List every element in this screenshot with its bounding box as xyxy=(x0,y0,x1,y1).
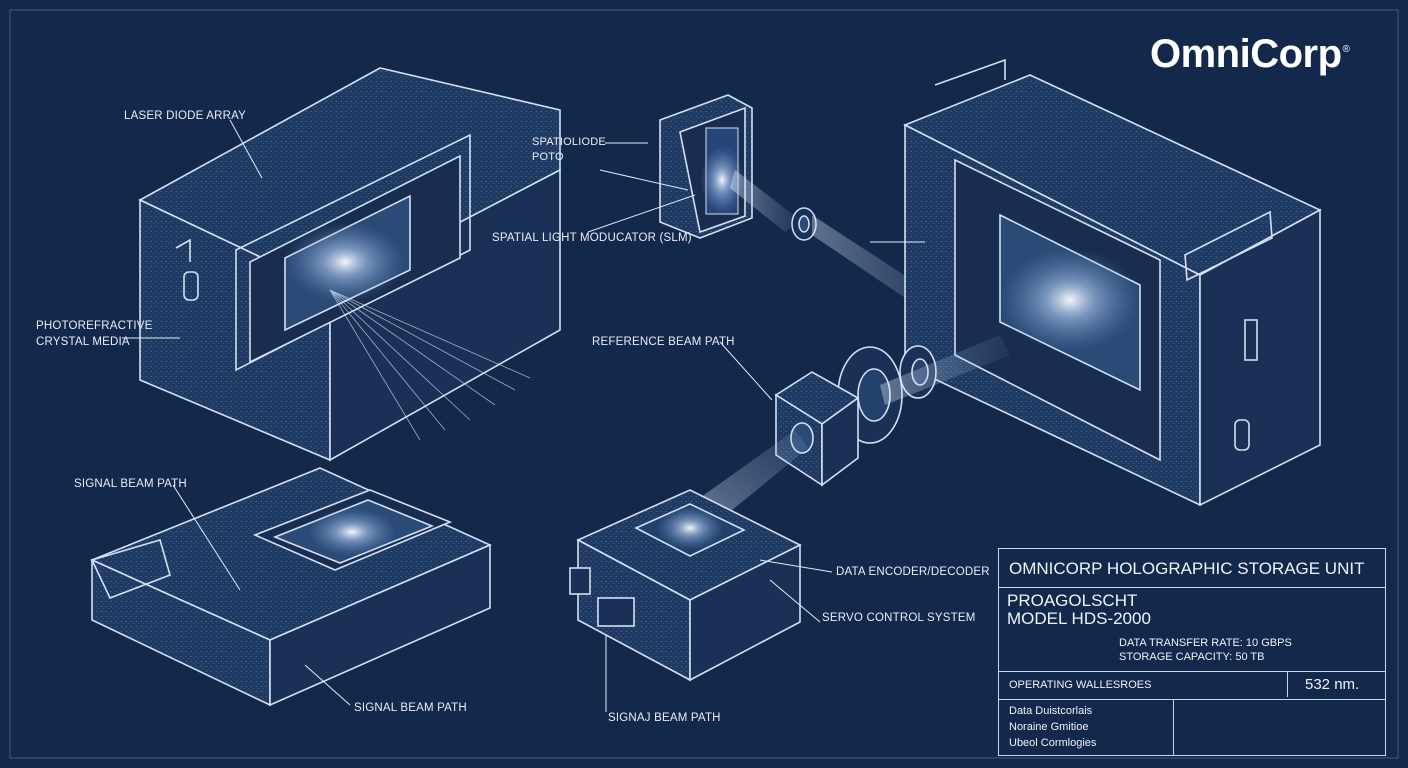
frame-border xyxy=(9,9,1399,759)
product-row: PROAGOLSCHT MODEL HDS-2000 DATA TRANSFER… xyxy=(999,587,1385,672)
product-line1: PROAGOLSCHT xyxy=(1007,591,1138,610)
label-photorefractive-line1: PHOTOREFRACTIVE xyxy=(36,320,153,332)
note-line-3: Ubeol Cormlogies xyxy=(1009,737,1097,749)
label-slm: SPATIAL LIGHT MODUCATOR (SLM) xyxy=(492,232,692,244)
label-photodiode-line2: POTO xyxy=(532,151,564,163)
label-reference-beam-path: REFERENCE BEAM PATH xyxy=(592,336,735,348)
label-data-encoder-decoder: DATA ENCODER/DECODER xyxy=(836,566,990,578)
label-laser-diode-array: LASER DIODE ARRAY xyxy=(124,110,247,122)
scatter-beams-left xyxy=(329,289,531,441)
omnicorp-logo: OmniCorp® xyxy=(1150,32,1350,76)
beam-reference xyxy=(880,335,1010,405)
note-line-2: Noraine Gmitioe xyxy=(1009,721,1089,733)
photodiode-glow xyxy=(700,146,744,214)
small-lens-top xyxy=(791,207,817,241)
product-model: MODEL HDS-2000 xyxy=(1007,609,1151,628)
spec-transfer-rate: DATA TRANSFER RATE: 10 GBPS xyxy=(1119,637,1292,649)
title-block-title: OMNICORP HOLOGRAPHIC STORAGE UNIT xyxy=(1009,559,1365,578)
wavelength-value: 532 nm. xyxy=(1305,676,1360,693)
wavelength-divider xyxy=(1287,671,1288,697)
label-signal-beam-path-top: SIGNAL BEAM PATH xyxy=(74,478,187,490)
beam-to-encoder xyxy=(690,430,808,520)
note-line-1: Data Duistcorlais xyxy=(1009,705,1093,717)
label-servo-control-system: SERVO CONTROL SYSTEM xyxy=(822,612,976,624)
wavelength-row: OPERATING WALLESROES 532 nm. xyxy=(999,671,1385,700)
encoder-glow xyxy=(656,506,724,550)
title-row: OMNICORP HOLOGRAPHIC STORAGE UNIT xyxy=(999,549,1385,588)
wavelength-label: OPERATING WALLESROES xyxy=(1009,679,1152,691)
label-signaj-beam-path: SIGNAJ BEAM PATH xyxy=(608,712,721,724)
leader-lines xyxy=(122,119,925,712)
module-glow-left xyxy=(307,508,397,556)
crystal-glow-right xyxy=(1000,248,1140,352)
spec-storage-capacity: STORAGE CAPACITY: 50 TB xyxy=(1119,651,1265,663)
notes-divider xyxy=(1173,699,1174,755)
label-photodiode-line1: SPATIOLIODE xyxy=(532,136,606,148)
signal-module-unit xyxy=(89,467,492,707)
title-block: OMNICORP HOLOGRAPHIC STORAGE UNIT PROAGO… xyxy=(998,548,1386,756)
beam-photodiode xyxy=(730,170,800,232)
label-signal-beam-path-bottom: SIGNAL BEAM PATH xyxy=(354,702,467,714)
crystal-glow-left xyxy=(285,222,405,302)
label-photorefractive-line2: CRYSTAL MEDIA xyxy=(36,336,130,348)
